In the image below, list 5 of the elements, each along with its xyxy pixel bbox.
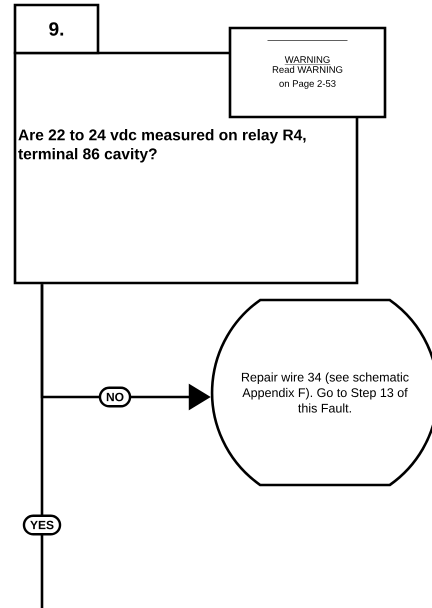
edge-label: NO bbox=[98, 386, 132, 408]
warning-box: WARNING Read WARNING on Page 2-53 bbox=[228, 26, 386, 118]
step-number-box: 9. bbox=[14, 4, 100, 54]
edge-label: YES bbox=[22, 514, 62, 536]
action-box: Repair wire 34 (see schematic Appendix F). Go to Step 13 of this Fault. bbox=[210, 298, 432, 486]
